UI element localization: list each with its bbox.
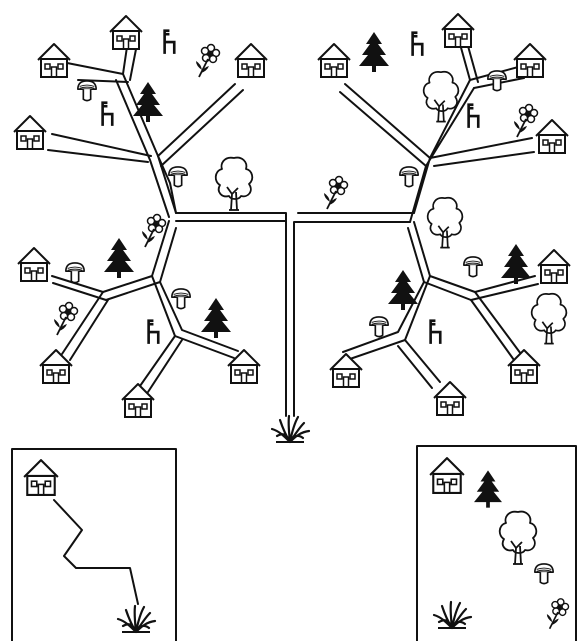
chair-icon bbox=[103, 103, 113, 125]
flower-icon bbox=[324, 177, 348, 210]
pine-tree-icon bbox=[388, 270, 418, 310]
house-icon bbox=[538, 250, 570, 283]
house-icon bbox=[442, 14, 474, 47]
house-icon bbox=[110, 16, 142, 49]
house-icon bbox=[235, 44, 267, 77]
flower-icon bbox=[196, 45, 220, 78]
chair-icon bbox=[413, 33, 423, 55]
house-icon bbox=[536, 120, 568, 153]
mushroom-icon bbox=[172, 289, 190, 309]
houses bbox=[14, 14, 570, 417]
left-example-panel bbox=[12, 449, 176, 641]
flower-icon bbox=[54, 303, 78, 336]
grass-tuft-icon bbox=[118, 606, 155, 632]
mushroom-icon bbox=[488, 71, 506, 91]
pine-tree-icon bbox=[501, 244, 531, 284]
leafy-tree-icon bbox=[428, 198, 463, 248]
house-icon bbox=[430, 458, 464, 493]
right-example-panel bbox=[417, 446, 576, 641]
house-icon bbox=[24, 460, 58, 495]
chair-icon bbox=[431, 321, 441, 343]
grass-tuft-icon bbox=[434, 602, 471, 628]
pine-tree-icon bbox=[201, 298, 231, 338]
house-icon bbox=[18, 248, 50, 281]
leafy-tree-icon bbox=[532, 294, 567, 344]
chair-icon bbox=[149, 321, 159, 343]
mushroom-icon bbox=[535, 564, 553, 584]
grass-tuft-icon bbox=[272, 416, 309, 442]
mushroom-icon bbox=[464, 257, 482, 277]
house-icon bbox=[514, 44, 546, 77]
pine-tree-icon bbox=[474, 470, 502, 507]
mushroom-icon bbox=[169, 167, 187, 187]
house-icon bbox=[38, 44, 70, 77]
mushroom-icon bbox=[400, 167, 418, 187]
flower-icon bbox=[547, 599, 569, 629]
pine-tree-icon bbox=[104, 238, 134, 278]
pine-tree-icon bbox=[133, 82, 163, 122]
chair-icon bbox=[469, 105, 479, 127]
pine-tree-icon bbox=[359, 32, 389, 72]
flower-icon bbox=[514, 105, 538, 138]
chair-icon bbox=[165, 31, 175, 53]
leafy-tree-icon bbox=[216, 158, 253, 210]
mushroom-icon bbox=[370, 317, 388, 337]
house-icon bbox=[330, 354, 362, 387]
house-icon bbox=[40, 350, 72, 383]
example-path bbox=[54, 500, 138, 604]
maze-paths bbox=[48, 40, 538, 416]
leafy-tree-icon bbox=[500, 512, 537, 564]
house-icon bbox=[508, 350, 540, 383]
house-icon bbox=[434, 382, 466, 415]
mushroom-icon bbox=[78, 81, 96, 101]
house-icon bbox=[318, 44, 350, 77]
house-icon bbox=[228, 350, 260, 383]
mushroom-icon bbox=[66, 263, 84, 283]
house-icon bbox=[14, 116, 46, 149]
